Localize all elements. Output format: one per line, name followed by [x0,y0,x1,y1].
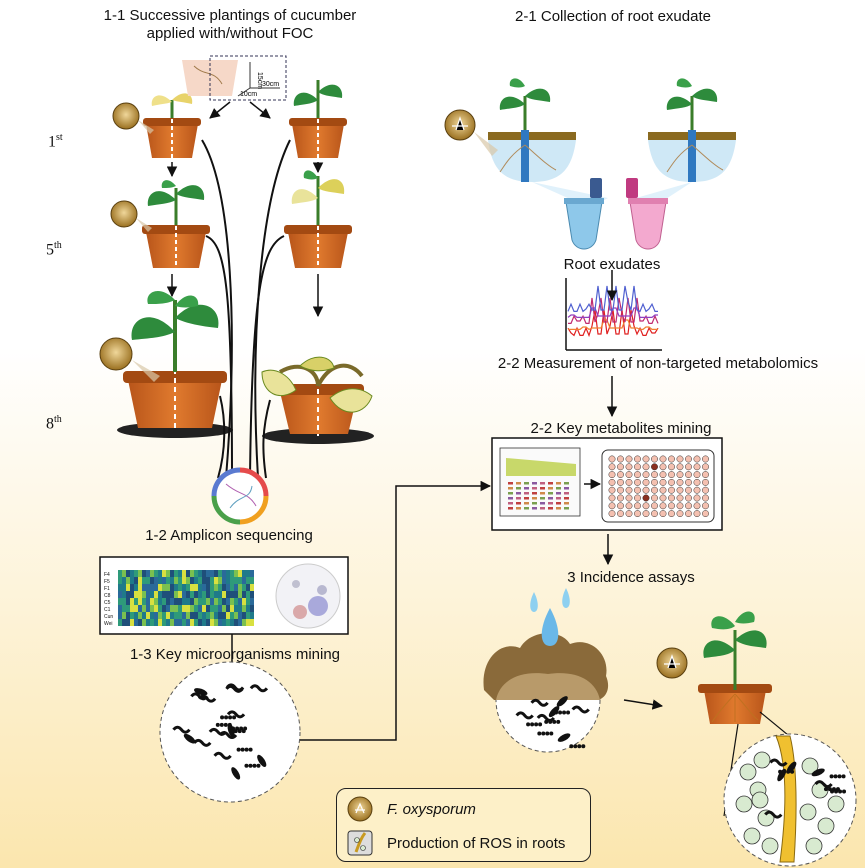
pot-1st-foc [143,93,201,158]
fungus-badge-pot-8th [99,337,160,382]
planting-column-control [261,80,374,444]
legend-item-ros: Production of ROS in roots [347,829,565,857]
legend: F. oxysporum Production of ROS in roots [336,788,591,862]
fungus-badge-pot-5th [110,200,152,232]
title-collection: 2-1 Collection of root exudate [515,8,711,25]
fungus-badge-hydroponic [444,109,498,156]
title-incidence: 3 Incidence assays [567,569,695,586]
planting-column-foc [117,93,233,438]
incidence-soil-circle [483,588,609,753]
arrow-to-foc [209,101,231,119]
well-plate [608,455,709,518]
round-label-5th: 5th [46,240,62,259]
tube-blue [564,178,604,250]
connector-microbes-metabolites [300,480,492,741]
arrow-soil-to-plant [623,699,664,710]
round-label-8th: 8th [46,414,62,433]
pot-width2-label: 10cm [240,91,257,98]
title-amplicon: 1-2 Amplicon sequencing [145,527,313,544]
title-plantings-sub: applied with/without FOC [146,25,314,42]
microorganism-circle [159,661,301,803]
root-zoom-circle [723,733,857,867]
circos-plot [211,467,269,525]
title-key-metabolites: 2-2 Key metabolites mining [530,420,712,437]
fungus-icon [347,796,373,822]
heatmap-row-label: C1 [104,607,111,613]
hydroponic-setup-control [648,78,736,182]
heatmap-row-label: C8 [104,593,111,599]
metabolites-panel [491,437,723,531]
incidence-plant [656,611,772,724]
pot-5th-control [284,170,352,268]
pot-dimension-diagram [182,55,287,101]
title-plantings: 1-1 Successive plantings of cucumber [103,7,357,24]
pot-1st-control [289,80,347,158]
hydroponic-setup-foc [488,78,576,182]
chromatogram [565,278,662,351]
legend-ros-label: Production of ROS in roots [387,834,566,852]
heatmap-row-label: Wei [104,621,113,627]
pot-5th-foc [142,180,210,268]
title-metabolomics: 2-2 Measurement of non-targeted metabolo… [497,355,819,372]
pot-width-label: 30cm [262,81,279,88]
title-key-microbes: 1-3 Key microorganisms mining [129,646,341,663]
legend-item-foc: F. oxysporum [347,795,476,823]
heatmap-row-label: F5 [104,579,110,585]
tube-pink [626,178,668,250]
pot-depth-label: 15cm [256,72,263,89]
heatmap-row-label: F1 [104,586,110,592]
legend-foc-label: F. oxysporum [387,800,476,818]
round-label-1st: 1st [48,132,63,151]
label-root-exudates: Root exudates [563,256,661,273]
heatmap-row-label: F4 [104,572,110,578]
pot-8th-control [261,356,374,444]
heatmap-row-label: Cun [104,614,113,620]
heatmap [118,570,254,626]
arrow-to-control [249,101,271,119]
fungus-badge-pot-1st [112,102,154,134]
pot-8th-foc [117,291,233,438]
microbe-shapes [172,683,269,780]
ros-icon [347,830,373,856]
sampling-lines [201,139,291,479]
heatmap-row-label: C5 [104,600,111,606]
